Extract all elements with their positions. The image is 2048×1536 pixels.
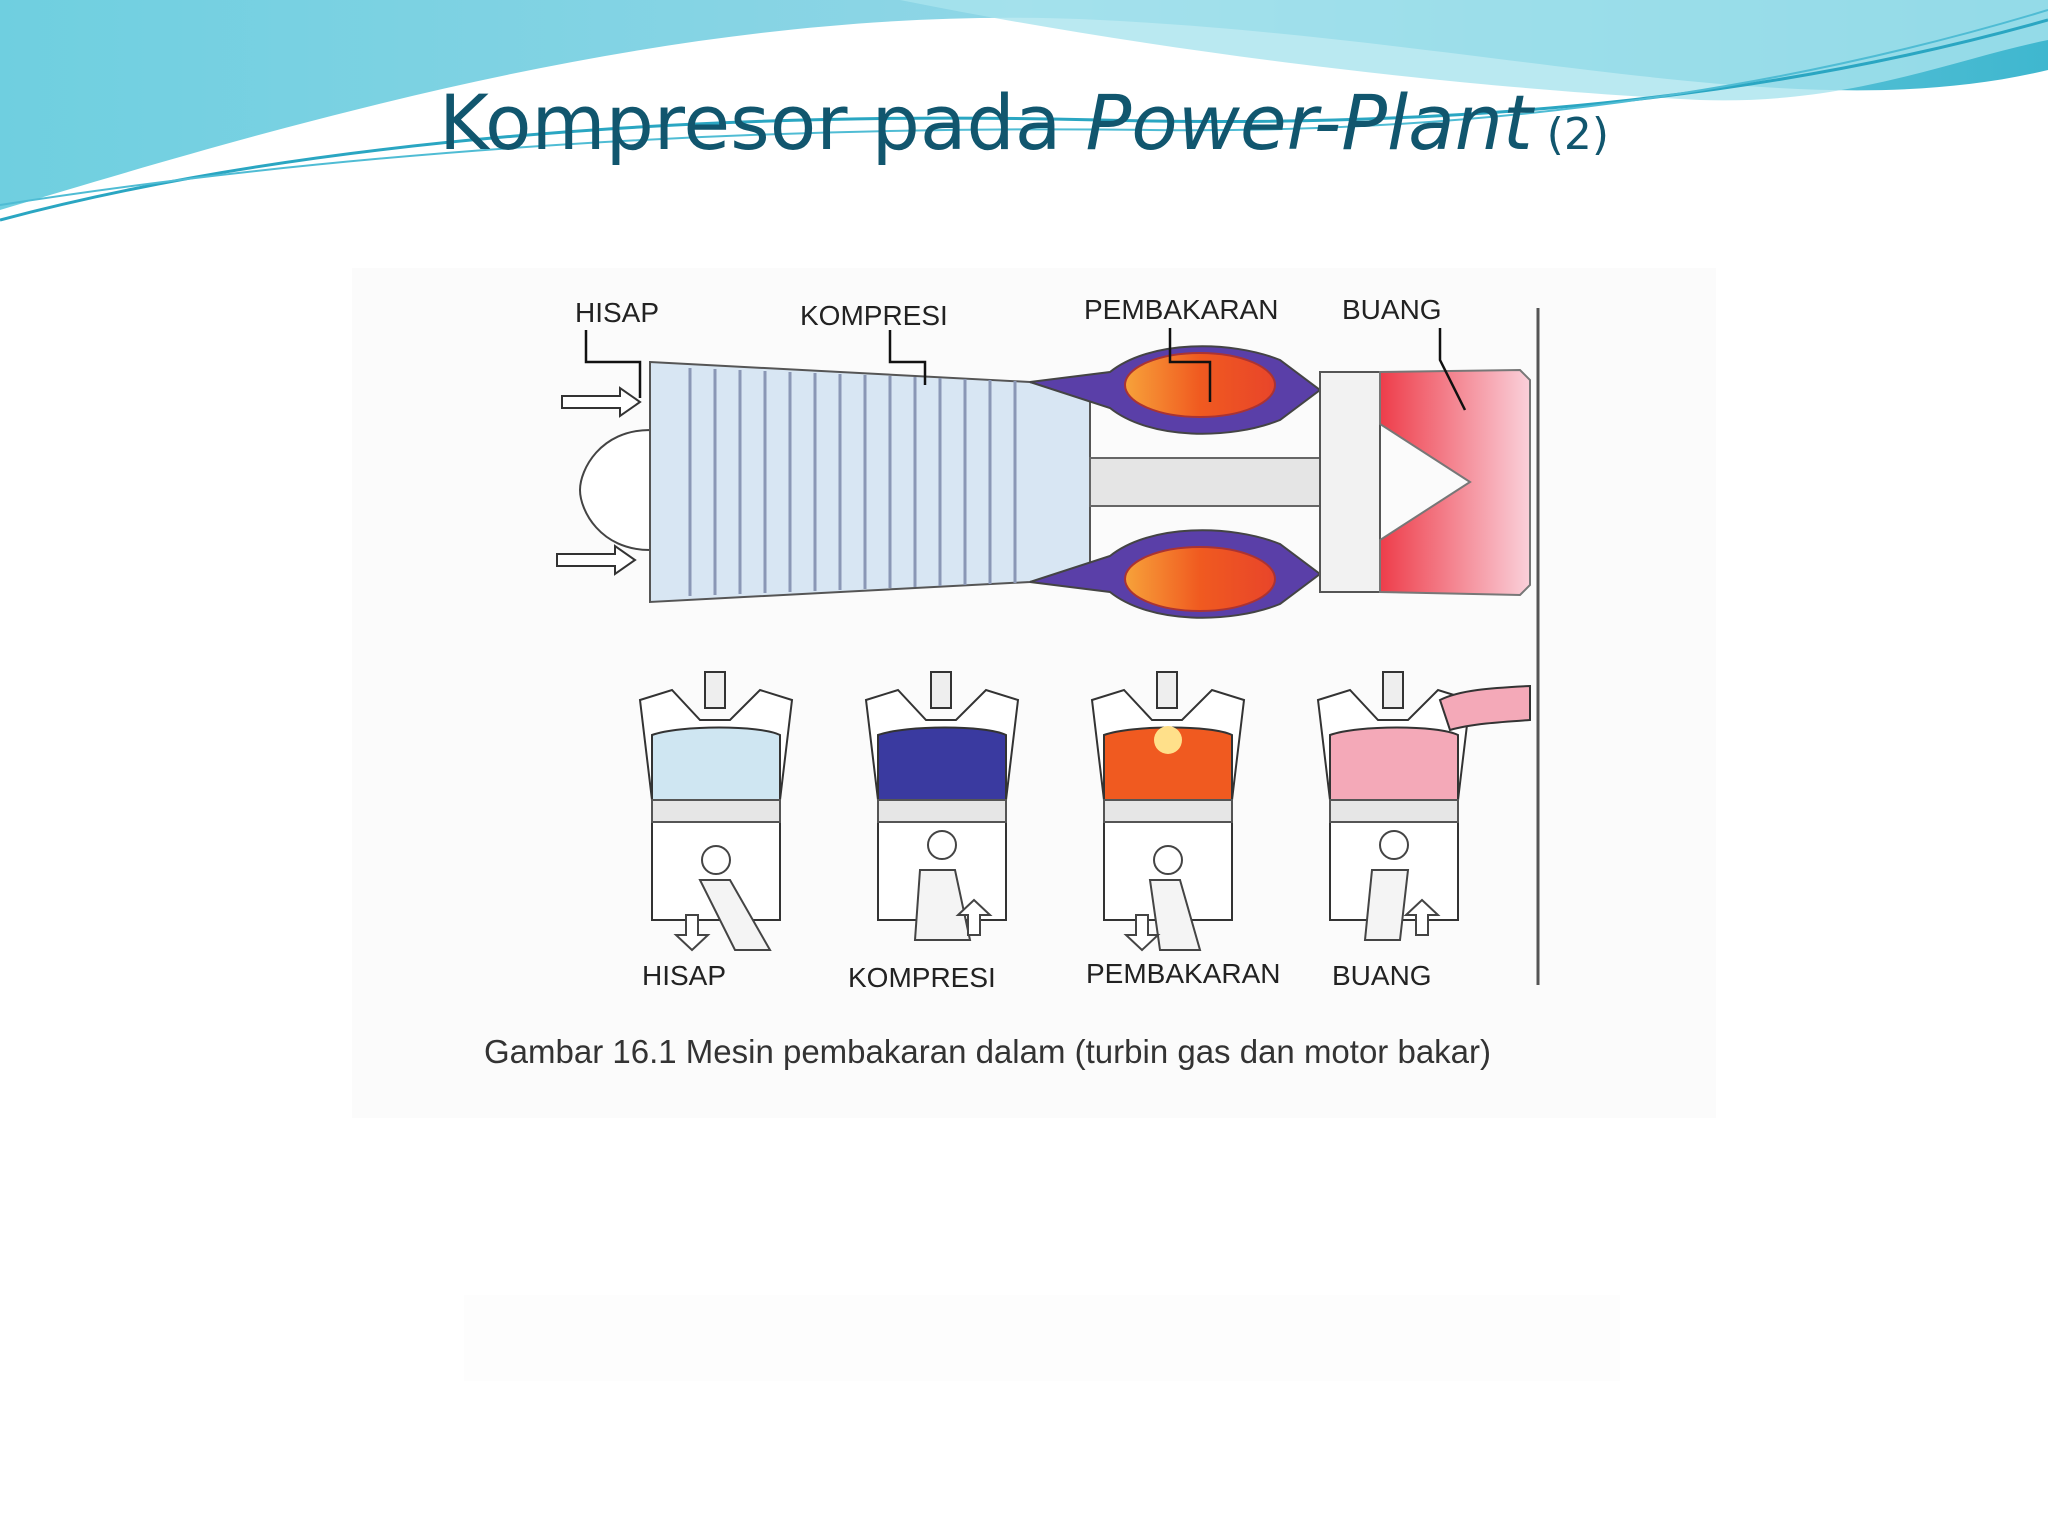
title-suffix: (2) bbox=[1532, 109, 1609, 160]
exhaust-section bbox=[1379, 368, 1531, 597]
piston-combustion bbox=[1090, 671, 1246, 952]
turbine-label-buang: BUANG bbox=[1342, 294, 1442, 325]
piston-exhaust bbox=[1316, 671, 1531, 941]
piston-label-hisap: HISAP bbox=[642, 960, 727, 991]
intake-arrow-top bbox=[561, 386, 642, 418]
turbine-label-hisap: HISAP bbox=[575, 297, 660, 328]
piston-label-kompresi: KOMPRESI bbox=[848, 962, 996, 993]
slide-title: Kompresor pada Power-Plant (2) bbox=[0, 78, 2048, 167]
title-italic: Power-Plant bbox=[1085, 78, 1533, 167]
intake-arrow-bottom bbox=[556, 544, 637, 576]
piston-intake bbox=[638, 671, 794, 952]
gas-turbine-diagram bbox=[556, 308, 1540, 985]
empty-text-placeholder bbox=[464, 1295, 1620, 1381]
turbine-label-pembakaran: PEMBAKARAN bbox=[1084, 294, 1279, 325]
piston-label-buang: BUANG bbox=[1332, 960, 1432, 991]
figure-caption: Gambar 16.1 Mesin pembakaran dalam (turb… bbox=[484, 1033, 1491, 1070]
turbine-section bbox=[1319, 371, 1381, 593]
title-main: Kompresor pada bbox=[438, 78, 1086, 167]
piston-label-pembakaran: PEMBAKARAN bbox=[1086, 958, 1281, 989]
piston-compression bbox=[864, 671, 1020, 941]
header-wave-decoration bbox=[0, 0, 2048, 222]
turbine-label-kompresi: KOMPRESI bbox=[800, 300, 948, 331]
